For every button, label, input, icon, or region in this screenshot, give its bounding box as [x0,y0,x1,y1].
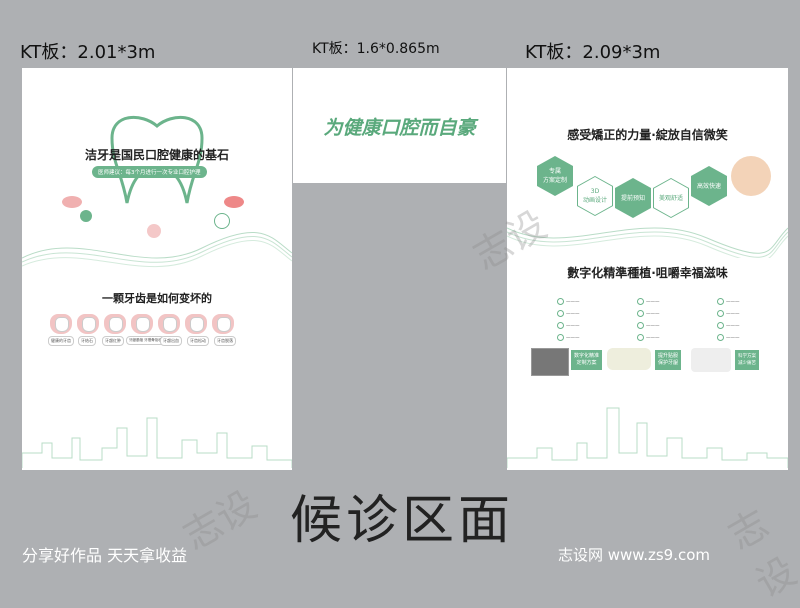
xray-image [531,348,569,376]
tooth-stage-4 [131,314,153,334]
feature-list-4: ——— [557,334,580,341]
tooth-stage-1 [50,314,72,334]
bottom-right-site: 志设网 www.zs9.com [558,546,710,564]
lips-image-left [62,196,82,208]
left-board-size-label: KT板：2.01*3m [20,42,156,63]
smiling-face-image [731,156,771,196]
center-slogan: 为健康口腔而自豪 [323,117,476,139]
bottom-title: 候诊区面 [289,491,514,551]
tooth-stage-3 [104,314,126,334]
box-gum-protect: 提升贴服 保护牙龈 [655,350,682,370]
hex-efficient: 高效快速 [691,166,727,206]
left-title: 洁牙是国民口腔健康的基石 [84,148,229,162]
center-board: 为健康口腔而自豪 [293,68,506,183]
tooth-section-title: 一颗牙齿是如何变坏的 [102,292,212,305]
right-city-skyline [507,407,788,468]
feature-list-1: ——— [557,298,580,305]
tooth-label-6: 牙齿松动 [187,336,209,346]
tooth-stage-5 [158,314,180,334]
tooth-outline-icon [110,115,204,204]
lips-image-right [224,196,244,208]
feature-list-6: ——— [637,310,660,317]
hex-3d-design: 3D 动画设计 [577,176,613,216]
left-subtitle-pill: 医师建议：每3个月进行一次专业口腔护理 [92,166,207,178]
box-digital-plan: 数字化精准 定制方案 [571,350,603,370]
circle-icon [214,213,230,229]
hex-comfort: 美观舒适 [653,178,689,218]
feature-list-3: ——— [557,322,580,329]
denture-image [691,348,731,372]
tooth-label-5: 牙龈出血 [160,336,182,346]
left-board: 洁牙是国民口腔健康的基石 医师建议：每3个月进行一次专业口腔护理 一颗牙齿是如何… [22,68,292,470]
tooth-stage-2 [77,314,99,334]
feature-list-10: ——— [717,310,740,317]
right-title: 感受矯正的力量·綻放自信微笑 [567,128,728,142]
city-skyline-decoration [22,417,292,468]
tooth-stage-6 [185,314,207,334]
watermark: 志设 [721,501,800,606]
tooth-label-7: 牙齿脱落 [214,336,236,346]
right-board-size-label: KT板：2.09*3m [525,42,661,63]
tooth-label-3: 牙龈红肿 [102,336,124,346]
bottom-left-slogan: 分享好作品 天天拿收益 [22,546,188,565]
feature-list-9: ——— [717,298,740,305]
hex-custom-plan: 专属 方案定制 [537,156,573,196]
wave-decoration [22,231,292,268]
hex-preview: 提前预知 [615,178,651,218]
feature-list-5: ——— [637,298,660,305]
tooth-label-4: 牙龈萎缩 牙槽骨吸收 [126,336,165,345]
tooth-label-2: 牙结石 [78,336,96,346]
box-science-plan: 科学方案 减少痛苦 [735,350,759,370]
right-wave-decoration [507,227,788,258]
center-board-size-label: KT板：1.6*0.865m [312,41,440,57]
feature-list-7: ——— [637,322,660,329]
right-board: 感受矯正的力量·綻放自信微笑 专属 方案定制 3D 动画设计 提前预知 美观舒适… [507,68,788,470]
feature-list-8: ——— [637,334,660,341]
right-section2-title: 數字化精準種植·咀嚼幸福滋味 [567,266,728,280]
feature-list-11: ——— [717,322,740,329]
tooth-label-1: 健康的牙齿 [48,336,74,346]
green-dot-icon [80,210,92,222]
feature-list-12: ——— [717,334,740,341]
implant-image [607,348,651,370]
tooth-thumb-icon [147,224,161,238]
tooth-stage-7 [212,314,234,334]
feature-list-2: ——— [557,310,580,317]
